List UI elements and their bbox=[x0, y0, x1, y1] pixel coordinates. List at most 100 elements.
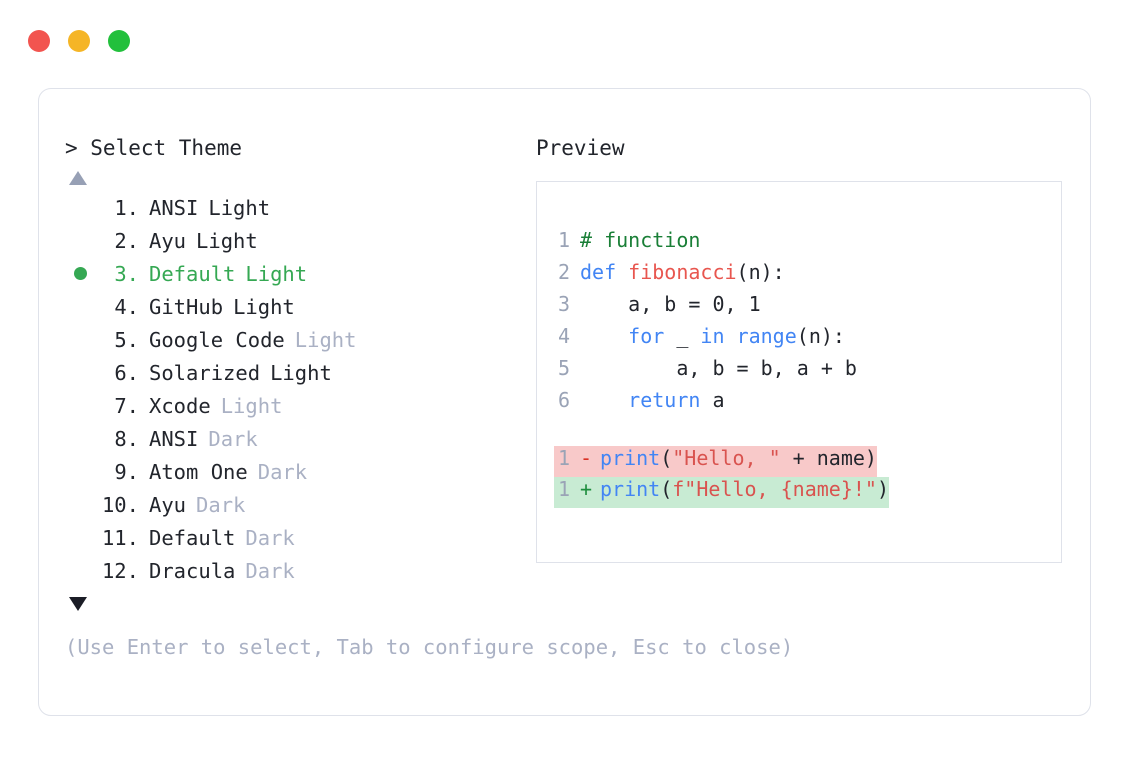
theme-item-variant: Dark bbox=[245, 525, 295, 550]
code-token: # function bbox=[580, 228, 701, 252]
code-token: "Hello, " bbox=[672, 446, 781, 470]
diff-sign: - bbox=[580, 446, 593, 470]
scroll-down-icon[interactable] bbox=[69, 597, 87, 611]
diff-line-number: 1 bbox=[557, 477, 570, 501]
code-line: 5 a, b = b, a + b bbox=[554, 356, 1055, 388]
theme-item-variant: Dark bbox=[245, 558, 295, 583]
line-number: 3 bbox=[557, 292, 570, 316]
theme-item-name: ANSI bbox=[149, 195, 199, 220]
code-token: (n): bbox=[736, 260, 785, 284]
code-token: 1 bbox=[748, 292, 761, 316]
diff-line-del: 1-print("Hello, " + name) bbox=[554, 446, 877, 477]
theme-item-name: GitHub bbox=[149, 294, 224, 319]
code-line: 2 def fibonacci(n): bbox=[554, 260, 1055, 292]
theme-item-name: Solarized bbox=[149, 360, 261, 385]
theme-item-name: ANSI bbox=[149, 426, 199, 451]
code-token: fibonacci bbox=[628, 260, 737, 284]
code-token: def bbox=[580, 260, 629, 284]
code-token bbox=[725, 324, 737, 348]
theme-item-variant: Light bbox=[245, 261, 308, 286]
theme-list-item[interactable]: 3. Default Light bbox=[65, 257, 535, 290]
theme-item-number: 4. bbox=[114, 294, 139, 319]
code-token: print bbox=[600, 477, 661, 501]
code-token: , bbox=[724, 292, 749, 316]
code-token: + name) bbox=[780, 446, 877, 470]
code-line-text: return a bbox=[580, 388, 725, 412]
code-token: a, b = bbox=[580, 292, 713, 316]
close-button[interactable] bbox=[28, 30, 50, 52]
code-token: in bbox=[700, 324, 725, 348]
theme-list-item[interactable]: 4. GitHub Light bbox=[65, 290, 535, 323]
theme-item-name: Google Code bbox=[149, 327, 285, 352]
code-line-text: # function bbox=[580, 228, 700, 252]
code-token: a, b = b, a + b bbox=[580, 356, 857, 380]
code-line-text: for _ in range(n): bbox=[580, 324, 845, 348]
scroll-up-icon[interactable] bbox=[69, 171, 87, 185]
theme-list-item[interactable]: 11. Default Dark bbox=[65, 521, 535, 554]
code-line: 1# function bbox=[554, 228, 1055, 260]
theme-item-number: 10. bbox=[101, 492, 139, 517]
selection-bullet-slot bbox=[65, 267, 95, 280]
page-title: > Select Theme bbox=[65, 136, 243, 160]
theme-item-number: 9. bbox=[114, 459, 139, 484]
theme-item-name: Ayu bbox=[149, 228, 187, 253]
code-token: ( bbox=[660, 446, 673, 470]
theme-item-variant: Light bbox=[294, 327, 357, 352]
theme-item-number: 8. bbox=[114, 426, 139, 451]
code-line-text: a, b = 0, 1 bbox=[580, 292, 761, 316]
code-token: ( bbox=[660, 477, 673, 501]
code-token: f"Hello, {name}!" bbox=[672, 477, 877, 501]
code-token: for bbox=[628, 324, 665, 348]
window-traffic-lights bbox=[28, 30, 130, 52]
theme-list-item[interactable]: 10. Ayu Dark bbox=[65, 488, 535, 521]
code-token: 0 bbox=[712, 292, 725, 316]
theme-item-name: Default bbox=[149, 525, 236, 550]
diff-sign: + bbox=[580, 477, 593, 501]
theme-item-number: 5. bbox=[114, 327, 139, 352]
theme-item-variant: Dark bbox=[257, 459, 308, 484]
minimize-button[interactable] bbox=[68, 30, 90, 52]
theme-list-item[interactable]: 9. Atom One Dark bbox=[65, 455, 535, 488]
line-number: 2 bbox=[557, 260, 570, 284]
theme-item-name: Atom One bbox=[149, 459, 248, 484]
diff-line-number: 1 bbox=[557, 446, 570, 470]
code-spacer bbox=[554, 420, 1055, 446]
code-token: _ bbox=[664, 324, 701, 348]
theme-item-name: Ayu bbox=[149, 492, 187, 517]
line-number: 4 bbox=[557, 324, 570, 348]
keyboard-hint: (Use Enter to select, Tab to configure s… bbox=[65, 635, 794, 659]
theme-item-number: 11. bbox=[101, 525, 139, 550]
theme-list-item[interactable]: 5. Google Code Light bbox=[65, 323, 535, 356]
theme-item-number: 12. bbox=[101, 558, 139, 583]
code-line: 4 for _ in range(n): bbox=[554, 324, 1055, 356]
code-token: return bbox=[628, 388, 701, 412]
theme-item-number: 2. bbox=[114, 228, 139, 253]
theme-item-variant: Dark bbox=[196, 492, 246, 517]
maximize-button[interactable] bbox=[108, 30, 130, 52]
diff-line-text: print(f"Hello, {name}!") bbox=[600, 477, 889, 501]
theme-item-name: Xcode bbox=[149, 393, 211, 418]
code-token: range bbox=[736, 324, 797, 348]
code-token: print bbox=[600, 446, 661, 470]
theme-item-number: 3. bbox=[114, 261, 139, 286]
selected-bullet-icon bbox=[73, 267, 87, 280]
code-token: a bbox=[700, 388, 725, 412]
theme-item-variant: Light bbox=[233, 294, 295, 319]
preview-title: Preview bbox=[536, 136, 625, 160]
theme-item-name: Default bbox=[149, 261, 236, 286]
theme-item-number: 7. bbox=[114, 393, 139, 418]
line-number: 5 bbox=[557, 356, 570, 380]
code-line: 3 a, b = 0, 1 bbox=[554, 292, 1055, 324]
